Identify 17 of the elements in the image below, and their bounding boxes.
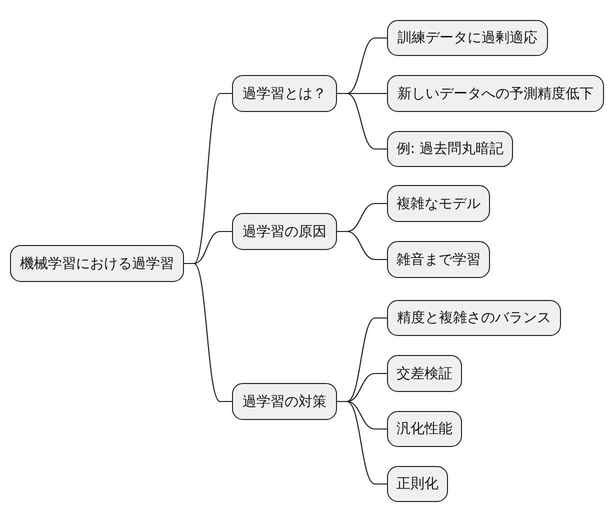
connector-line: [184, 262, 232, 402]
connector-line: [337, 400, 387, 485]
connector-line: [337, 92, 387, 150]
topic-box: 正則化: [387, 466, 448, 502]
topic-box: 複雑なモデル: [387, 185, 490, 222]
topic-box: 訓練データに過剰適応: [387, 20, 548, 56]
topic-box: 交差検証: [387, 355, 462, 392]
topic-box: 新しいデータへの予測精度低下: [387, 75, 604, 112]
connector-line: [337, 230, 387, 260]
topic-box: 汎化性能: [387, 411, 462, 447]
topic-box: 過学習の原因: [232, 213, 337, 250]
topic-box: 機械学習における過学習: [10, 245, 184, 282]
topic-box: 例: 過去問丸暗記: [387, 131, 513, 167]
topic-box: 精度と複雑さのバランス: [387, 300, 561, 336]
topic-box: 雑音まで学習: [387, 241, 490, 278]
topic-box: 過学習とは？: [232, 75, 337, 112]
topic-box: 過学習の対策: [232, 383, 337, 420]
